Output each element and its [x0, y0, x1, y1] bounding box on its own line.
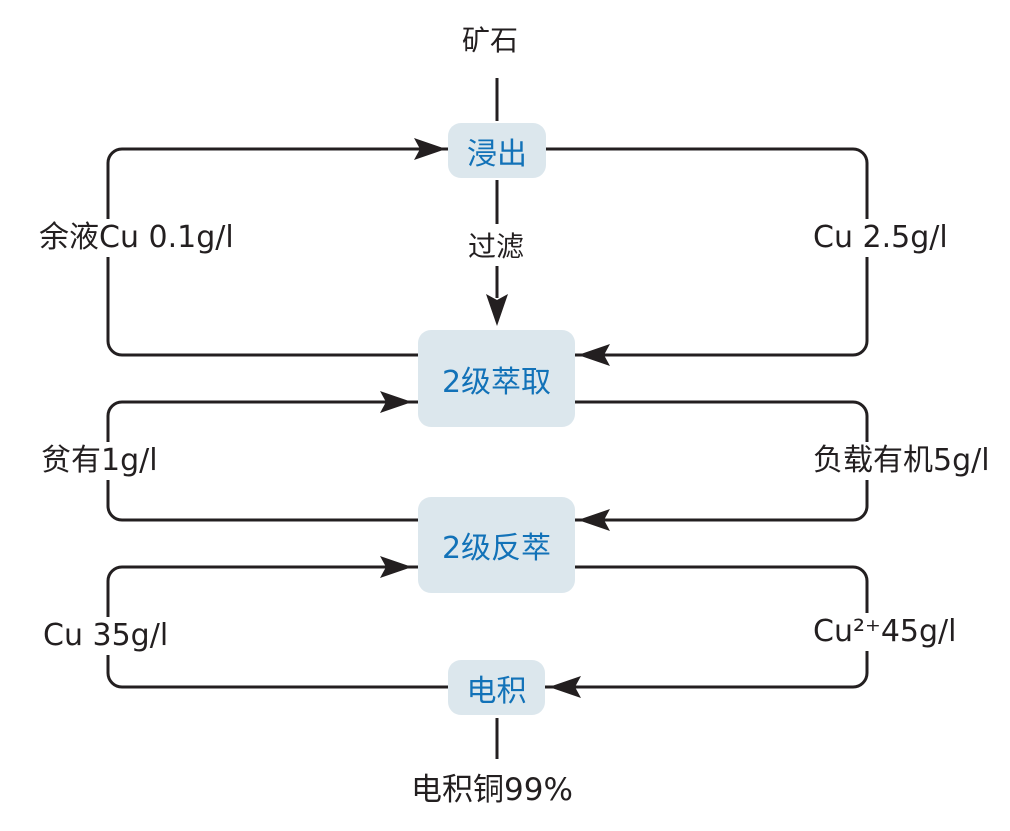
arrowhead-into-extraction-left — [380, 391, 412, 413]
label-rich-electrolyte: Cu²⁺45g/l — [810, 613, 960, 651]
label-filter-step: 过滤 — [464, 228, 528, 266]
label-loaded-organic: 负载有机5g/l — [810, 442, 993, 480]
label-cathode-copper-output: 电积铜99% — [411, 772, 573, 808]
label-raffinate: 余液Cu 0.1g/l — [36, 219, 237, 257]
arrowhead-filter-down — [486, 294, 508, 326]
label-spent-electrolyte: Cu 35g/l — [40, 617, 172, 655]
node-electrowinning: 电积 — [448, 660, 545, 715]
label-leach-solution: Cu 2.5g/l — [810, 219, 951, 257]
label-lean-organic: 贫有1g/l — [38, 442, 161, 480]
node-stripping: 2级反萃 — [418, 497, 575, 593]
arrowhead-into-stripping-right — [578, 509, 610, 531]
label-ore-input: 矿石 — [461, 24, 519, 57]
arrowhead-into-leaching — [414, 138, 446, 160]
arrowhead-into-stripping-left — [380, 556, 412, 578]
arrowhead-into-extraction-right — [578, 344, 610, 366]
node-leaching: 浸出 — [448, 123, 546, 178]
node-extraction: 2级萃取 — [418, 330, 575, 427]
arrowhead-into-electrowinning — [549, 676, 581, 698]
